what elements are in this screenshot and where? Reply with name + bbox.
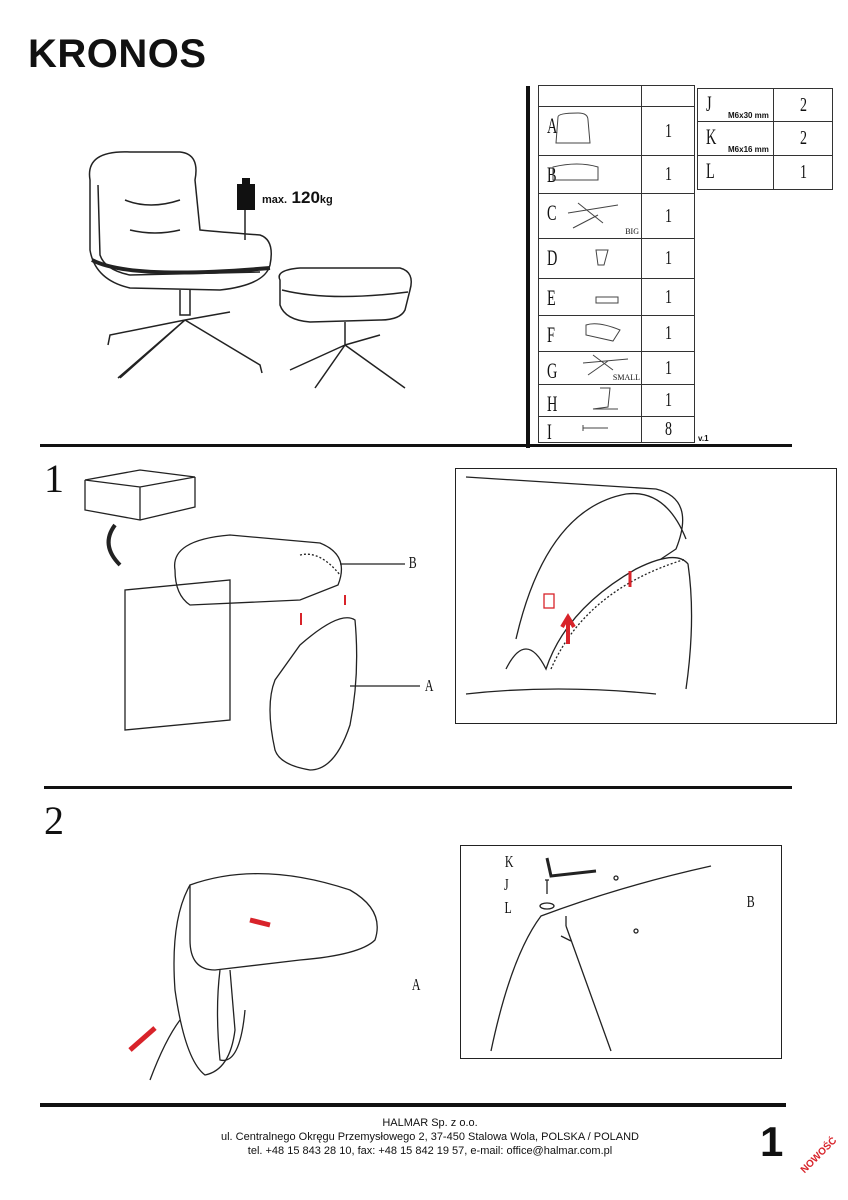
callout-b: B	[746, 892, 755, 911]
weight-unit: kg	[319, 194, 333, 206]
part-letter: I	[547, 419, 552, 444]
part-size: M6x30 mm	[728, 111, 769, 120]
divider	[44, 786, 792, 789]
part-note: BIG	[625, 227, 639, 236]
part-letter: C	[547, 200, 557, 225]
step-number: 2	[44, 798, 64, 843]
part-qty: 1	[649, 384, 687, 417]
part-letter: D	[547, 245, 558, 270]
part-letter: J	[706, 91, 712, 116]
part-letter: F	[547, 322, 555, 347]
product-title: KRONOS	[28, 32, 207, 76]
step2-illustration	[128, 872, 378, 1081]
part-qty: 2	[781, 88, 825, 122]
divider	[40, 444, 792, 447]
table-row: G SMALL 1	[538, 351, 695, 385]
part-qty: 1	[649, 106, 687, 156]
part-size: M6x16 mm	[728, 145, 769, 154]
weight-prefix: max.	[262, 194, 288, 206]
footer-contact: tel. +48 15 843 28 10, fax: +48 15 842 1…	[247, 1145, 613, 1157]
page-number: 1	[760, 1118, 784, 1165]
part-qty: 1	[649, 238, 687, 279]
table-row: J M6x30 mm 2	[697, 88, 833, 122]
part-letter: G	[547, 358, 558, 383]
part-note: SMALL	[612, 373, 640, 382]
chair-illustration	[88, 151, 412, 389]
part-qty: 1	[649, 278, 687, 316]
detail-box-step1	[455, 468, 837, 724]
part-sketches	[552, 112, 629, 431]
part-letter: H	[547, 391, 558, 416]
weight-value: 120	[291, 188, 320, 207]
part-qty: 2	[781, 121, 825, 156]
part-qty: 8	[649, 416, 687, 443]
footer-company: HALMAR Sp. z o.o.	[382, 1117, 478, 1129]
step1-illustration	[84, 469, 420, 771]
step-number: 1	[44, 456, 64, 501]
weight-limit: max. 120kg	[262, 188, 333, 208]
part-qty: 1	[781, 155, 825, 190]
table-row: K M6x16 mm 2	[697, 121, 833, 156]
part-letter: A	[547, 113, 558, 138]
callout-a: A	[424, 676, 434, 695]
detail-box-step2	[460, 845, 782, 1059]
callout-l: L	[504, 898, 512, 917]
callout-k: K	[504, 852, 514, 871]
callout-j: J	[503, 875, 509, 894]
divider	[40, 1103, 786, 1107]
version-label: v.1	[698, 434, 709, 443]
part-qty: 1	[649, 315, 687, 352]
part-qty: 1	[649, 193, 687, 239]
divider-vertical	[526, 86, 530, 448]
part-letter: B	[547, 162, 557, 187]
part-letter: E	[547, 285, 556, 310]
part-qty: 1	[649, 351, 687, 385]
footer-address: ul. Centralnego Okręgu Przemysłowego 2, …	[220, 1131, 639, 1143]
part-letter: L	[706, 158, 715, 183]
callout-a: A	[411, 975, 421, 994]
callout-b: B	[408, 553, 417, 572]
part-letter: K	[706, 124, 717, 149]
part-qty: 1	[649, 155, 687, 194]
footer: HALMAR Sp. z o.o. ul. Centralnego Okręgu…	[0, 1116, 848, 1158]
weight-icon	[237, 178, 255, 210]
